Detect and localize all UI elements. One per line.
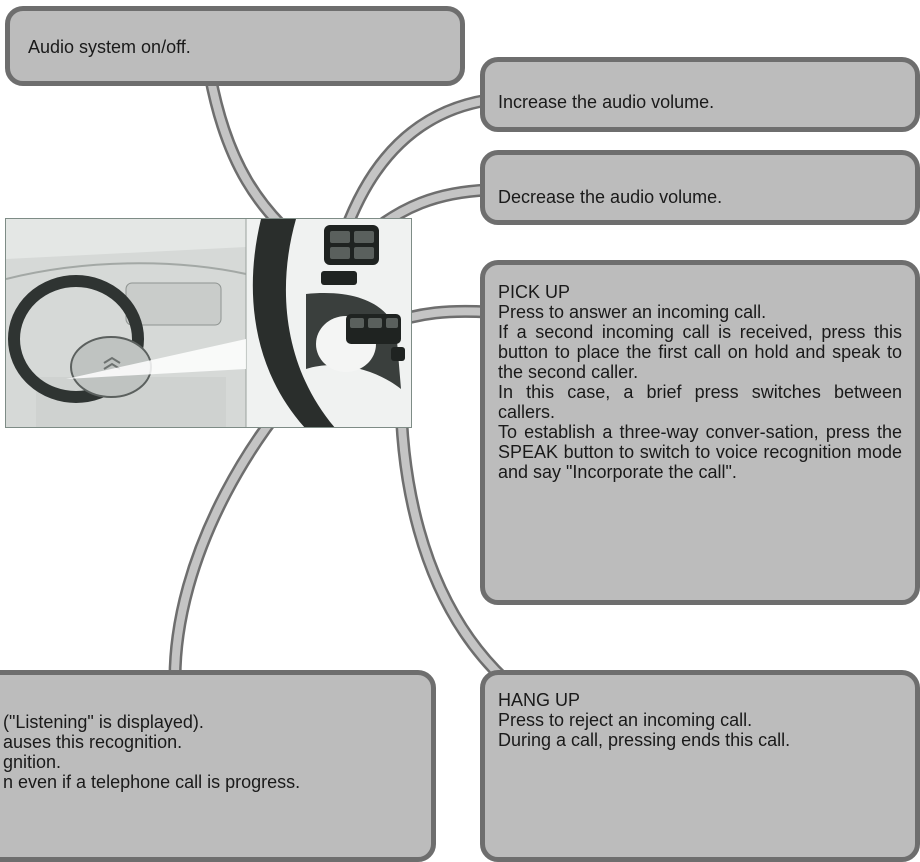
hang-up-title: HANG UP — [498, 690, 581, 710]
steering-wheel-photo — [5, 218, 412, 428]
speak-line: gnition. — [3, 752, 62, 772]
callout-increase-volume: Increase the audio volume. — [480, 57, 920, 132]
brand-chevron-logo — [103, 356, 121, 370]
speak-line: n even if a telephone call is progress. — [3, 772, 301, 792]
callout-audio-on-off: Audio system on/off. — [5, 6, 465, 86]
decrease-volume-text: Decrease the audio volume. — [498, 187, 723, 207]
pick-up-line: In this case, a brief press switches bet… — [498, 382, 902, 422]
pick-up-line: If a second incoming call is received, p… — [498, 322, 902, 382]
speak-line: ("Listening" is displayed). — [3, 712, 204, 732]
callout-decrease-volume: Decrease the audio volume. — [480, 150, 920, 225]
audio-on-off-text: Audio system on/off. — [28, 37, 191, 57]
hang-up-line: During a call, pressing ends this call. — [498, 730, 791, 750]
pick-up-title: PICK UP — [498, 282, 571, 302]
callout-pick-up: PICK UP Press to answer an incoming call… — [480, 260, 920, 605]
leader-increase-volume — [338, 93, 495, 239]
hang-up-line: Press to reject an incoming call. — [498, 710, 753, 730]
callout-speak: ("Listening" is displayed). auses this r… — [0, 670, 436, 862]
callout-hang-up: HANG UP Press to reject an incoming call… — [480, 670, 920, 862]
pick-up-line: Press to answer an incoming call. — [498, 302, 767, 322]
pick-up-line: To establish a three-way conver-sation, … — [498, 422, 902, 482]
increase-volume-text: Increase the audio volume. — [498, 92, 715, 112]
speak-line: auses this recognition. — [3, 732, 183, 752]
